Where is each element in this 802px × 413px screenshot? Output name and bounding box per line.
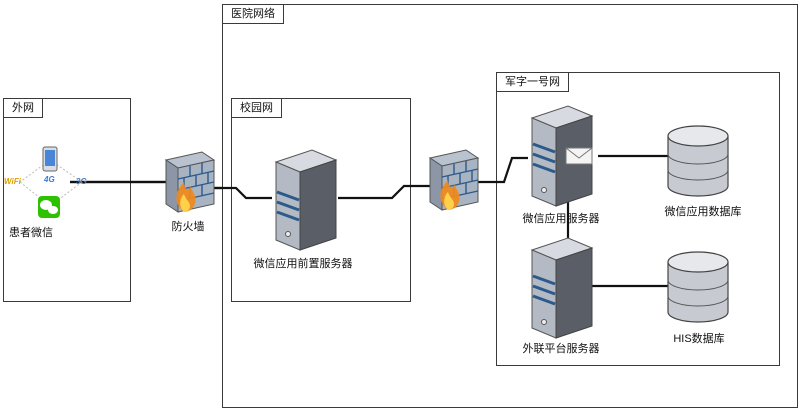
front-server-label: 微信应用前置服务器 — [253, 258, 353, 270]
firewall-outer — [162, 150, 218, 216]
server-icon — [274, 149, 338, 251]
3g-badge: 3G — [76, 177, 87, 186]
wechat-app-server-label: 微信应用服务器 — [522, 213, 600, 225]
front-server — [268, 148, 340, 252]
zone-campus-network-label: 校园网 — [232, 99, 282, 118]
wechat-app-server — [524, 104, 600, 208]
firewall-icon — [428, 149, 480, 211]
wechat-app-database — [664, 124, 732, 200]
patient-wechat-cluster: WiFi 4G 3G — [4, 146, 96, 226]
zone-hospital-network-label: 医院网络 — [223, 5, 284, 24]
his-database-label: HIS数据库 — [673, 333, 725, 345]
database-icon — [667, 125, 729, 197]
zone-external-network: 外网 — [3, 98, 131, 302]
mail-icon — [565, 147, 593, 165]
zone-external-network-label: 外网 — [4, 99, 43, 118]
wechat-app-database-label: 微信应用数据库 — [664, 206, 742, 218]
smartphone-icon — [42, 146, 58, 172]
zone-junzi-network: 军字一号网 — [496, 72, 780, 366]
database-icon — [667, 251, 729, 323]
zone-hospital-network: 医院网络 — [222, 4, 798, 408]
firewall-inner — [426, 148, 482, 214]
zone-junzi-network-label: 军字一号网 — [497, 73, 569, 92]
extern-platform-server — [524, 236, 600, 340]
his-database — [664, 250, 732, 326]
wifi-badge: WiFi — [4, 177, 21, 186]
wechat-logo-icon — [38, 196, 60, 218]
firewall-outer-label: 防火墙 — [171, 221, 205, 233]
server-icon — [530, 237, 594, 339]
4g-badge: 4G — [44, 175, 55, 184]
firewall-icon — [164, 151, 216, 213]
patient-wechat-label: 患者微信 — [9, 227, 53, 239]
extern-platform-server-label: 外联平台服务器 — [522, 343, 600, 355]
server-icon — [530, 105, 594, 207]
patient-wechat-icon — [19, 146, 83, 218]
zone-campus-network: 校园网 — [231, 98, 411, 302]
